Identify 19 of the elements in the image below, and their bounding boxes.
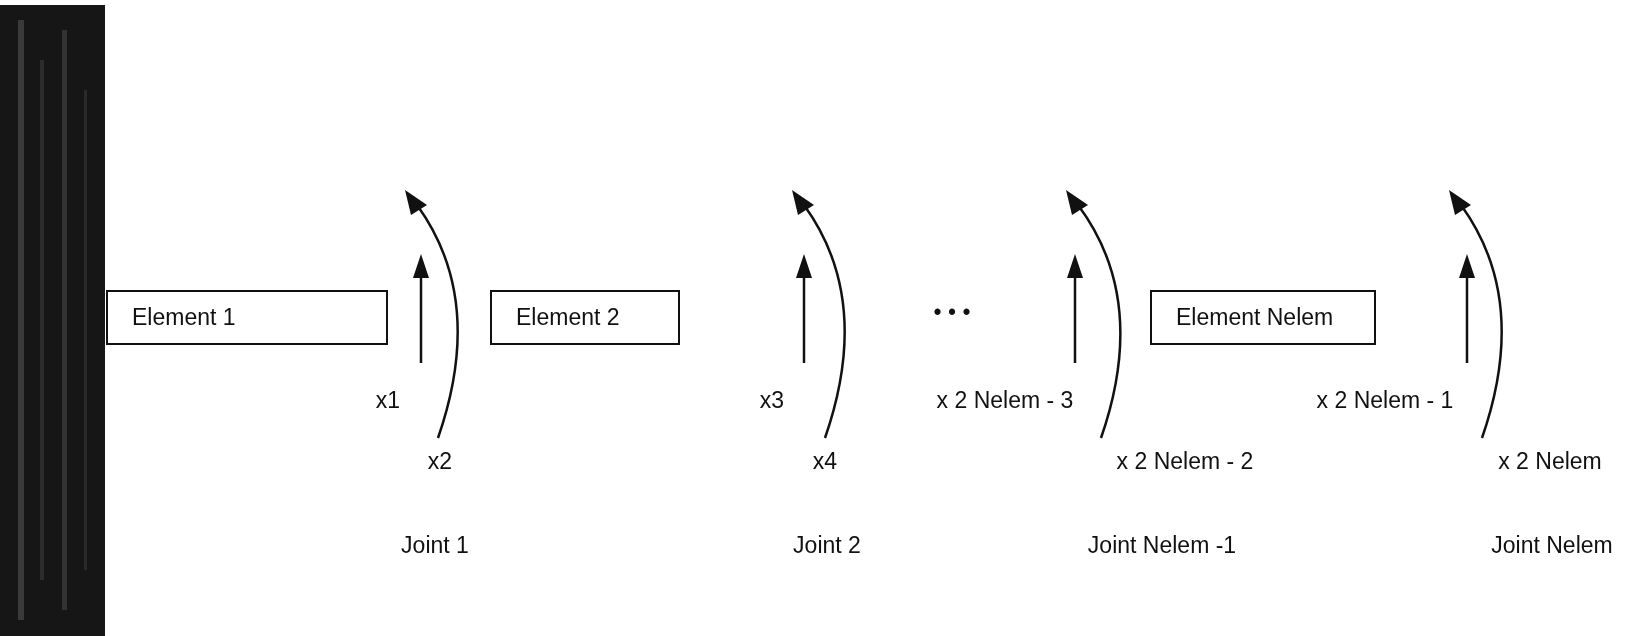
coordinate-label: x 2 Nelem - 1 xyxy=(1316,386,1454,414)
coordinate-label: x 2 Nelem - 3 xyxy=(936,386,1074,414)
joint-label: Joint 1 xyxy=(401,531,469,559)
ellipsis-dots: • • • xyxy=(933,298,971,326)
coordinate-label: x1 xyxy=(375,386,401,414)
coordinate-label: x 2 Nelem - 2 xyxy=(1116,447,1254,475)
element-box xyxy=(1150,290,1376,345)
element-label: Element 1 xyxy=(132,304,236,331)
coordinate-label: x2 xyxy=(427,447,453,475)
joint-label: Joint Nelem xyxy=(1491,531,1613,559)
joint-label: Joint Nelem -1 xyxy=(1087,531,1237,559)
element-label: Element 2 xyxy=(516,304,620,331)
element-label: Element Nelem xyxy=(1176,304,1334,331)
joint-label: Joint 2 xyxy=(793,531,861,559)
element-box xyxy=(490,290,680,345)
coordinate-label: x 2 Nelem xyxy=(1498,447,1602,475)
element-box xyxy=(106,290,388,345)
coordinate-label: x4 xyxy=(812,447,838,475)
coordinate-label: x3 xyxy=(759,386,785,414)
